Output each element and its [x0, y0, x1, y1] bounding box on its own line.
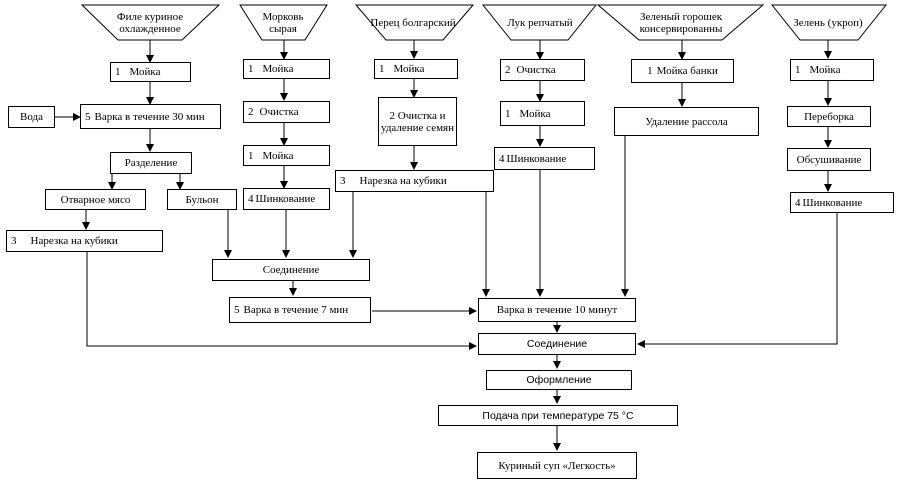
- step-separation: Разделение: [110, 152, 192, 174]
- ingredient-pepper: Перец болгарский: [370, 16, 456, 29]
- ingredient-greens: Зелень (укроп): [793, 16, 863, 29]
- step-broth: Бульон: [167, 189, 237, 210]
- step-decoration: Оформление: [486, 370, 632, 390]
- step-combine-1: Соединение: [212, 259, 370, 281]
- step-serving: Подача при температуре 75 °С: [438, 405, 678, 426]
- step-water: Вода: [8, 106, 55, 128]
- trapezoid-onion: [481, 4, 598, 41]
- step-result: Куриный суп «Легкость»: [477, 452, 637, 479]
- step-pepper-clean: 2 Очистка и удаление семян: [378, 97, 457, 146]
- trapezoid-chicken: [80, 4, 221, 41]
- step-peas-drain: Удаление рассола: [614, 107, 759, 136]
- arrow-greens-5: [637, 213, 838, 348]
- trapezoid-peas: [596, 4, 765, 41]
- trapezoid-greens: [770, 4, 888, 41]
- ingredient-carrot: Морковь сырая: [262, 10, 304, 35]
- ingredient-chicken: Филе куриное охлажденное: [116, 10, 184, 35]
- trapezoid-pepper: [354, 4, 475, 41]
- step-combine-2: Соединение: [478, 333, 636, 355]
- step-greens-dry: Обсушивание: [787, 148, 871, 171]
- step-boil-10: Варка в течение 10 минут: [478, 298, 636, 322]
- ingredient-peas: Зеленый горошек консервированны: [639, 10, 723, 35]
- step-boiled-meat: Отварное мясо: [45, 189, 146, 210]
- trapezoid-carrot: [239, 4, 328, 41]
- arrow-chicken-final: [86, 252, 477, 350]
- step-greens-sort: Переборка: [787, 106, 871, 127]
- ingredient-onion: Лук репчатый: [507, 16, 573, 29]
